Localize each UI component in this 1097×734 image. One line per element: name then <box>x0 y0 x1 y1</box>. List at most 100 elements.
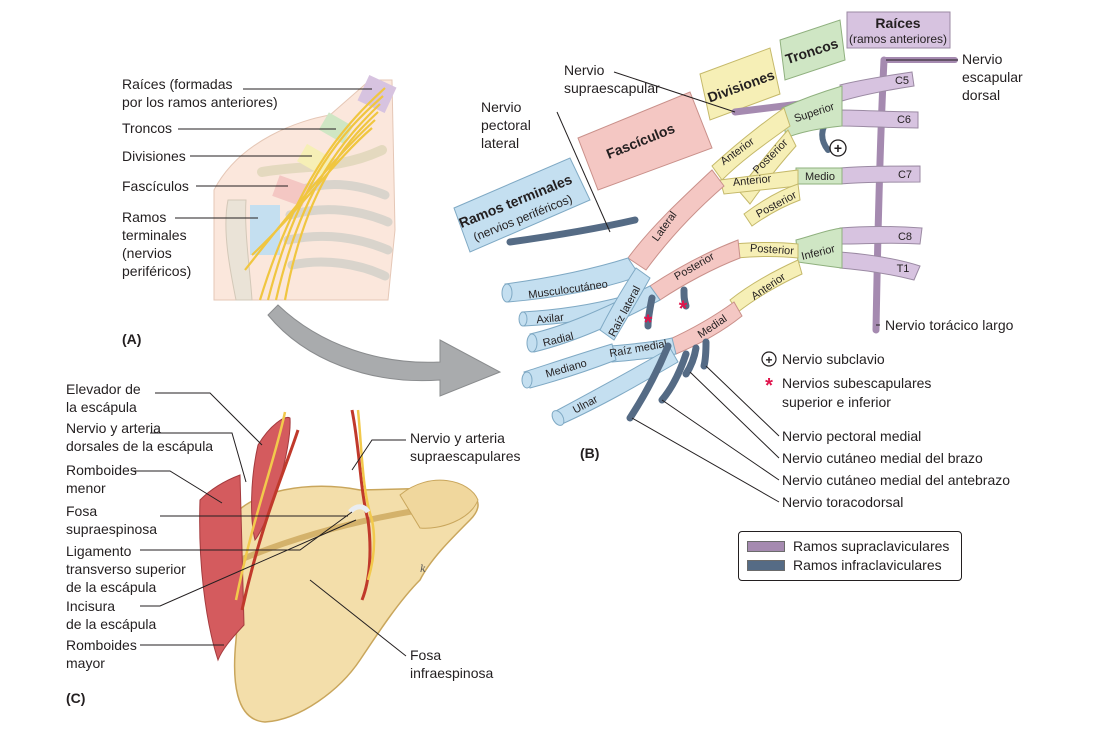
artist-signature: k <box>420 564 426 575</box>
long-thoracic-label: Nervio torácico largo <box>885 317 1014 333</box>
terminal-ends <box>501 283 565 426</box>
panel-a-label: (A) <box>122 331 141 347</box>
rhomboid-major-label-1: Romboides <box>66 637 137 653</box>
subscapular-label-2: superior e inferior <box>782 394 891 410</box>
legend-supraclavicular-text: Ramos supraclaviculares <box>793 538 950 554</box>
terminal-ulnar <box>553 347 679 425</box>
cord-lateral <box>627 169 725 271</box>
rhomboid-minor-label-1: Romboides <box>66 462 137 478</box>
subclavian-label: Nervio subclavio <box>782 351 885 367</box>
plexus-nerves-a <box>244 87 386 301</box>
panel-b-label: (B) <box>580 445 599 461</box>
long-thoracic-nerve <box>872 56 888 334</box>
label-terminals-a-1: Ramos <box>122 209 166 225</box>
lateral-pectoral-nerve <box>506 216 639 246</box>
root-c6-label: C6 <box>897 114 911 126</box>
header-trunks: Troncos <box>779 19 846 81</box>
division-posterior-inferior-label: Posterior <box>750 242 795 257</box>
terminal-median <box>523 343 617 389</box>
scapula <box>226 485 479 723</box>
panel-a: Raíces (formadas por los ramos anteriores… <box>122 74 502 397</box>
zoom-arrow <box>267 304 502 397</box>
label-roots-a: Raíces (formadas <box>122 76 232 92</box>
cord-posterior <box>649 239 741 301</box>
suprascapular-label-1: Nervio <box>564 62 605 78</box>
roots <box>839 71 923 281</box>
division-posterior-middle <box>743 183 801 227</box>
division-anterior-superior <box>711 107 791 181</box>
thoracodorsal-label: Nervio toracodorsal <box>782 494 903 510</box>
dorsal-scapular-c-label-1: Nervio y arteria <box>66 420 161 436</box>
supraspinous-label-2: supraespinosa <box>66 521 157 537</box>
supraspinous-label-1: Fosa <box>66 503 97 519</box>
trunks <box>781 85 843 269</box>
label-divisions-a: Divisiones <box>122 148 186 164</box>
root-c7 <box>839 165 921 185</box>
subscapular-star-1: * <box>644 310 653 335</box>
cord-medial <box>667 301 743 355</box>
division-posterior-inferior <box>733 242 799 259</box>
medial-cut-forearm-label: Nervio cutáneo medial del antebrazo <box>782 472 1010 488</box>
label-cords-a: Fascículos <box>122 178 189 194</box>
dorsal-scapular-label-2: escapular <box>962 69 1023 85</box>
root-t1 <box>839 251 921 281</box>
panel-c-label: (C) <box>66 690 85 706</box>
label-roots-a-2: por los ramos anteriores) <box>122 94 278 110</box>
label-trunks-a: Troncos <box>122 120 172 136</box>
ligament-label-2: transverso superior <box>66 561 186 577</box>
terminal-axillary-label: Axilar <box>536 312 565 327</box>
infraclavicular-branches <box>626 286 710 422</box>
humerus <box>225 199 253 301</box>
dorsal-scapular-label-3: dorsal <box>962 87 1000 103</box>
infraspinous-label-2: infraespinosa <box>410 665 493 681</box>
plus-symbol: + <box>834 140 842 156</box>
plus-legend-symbol: + <box>765 353 772 367</box>
header-divisions: Divisiones <box>699 47 781 121</box>
header-cords: Fascículos <box>577 91 713 191</box>
trunk-superior <box>781 85 843 139</box>
dorsal-scapular-nerve-c <box>234 411 287 601</box>
infraspinous-label-1: Fosa <box>410 647 441 663</box>
terminals-band <box>250 205 280 255</box>
notch-label-1: Incisura <box>66 598 115 614</box>
dorsal-scapular-artery <box>240 429 300 611</box>
star-legend-symbol: * <box>765 375 773 397</box>
suprascapular-label-2: supraescapular <box>564 80 660 96</box>
division-anterior-middle-label: Anterior <box>732 173 772 189</box>
panel-b: Raíces (ramos anteriores) Troncos Divisi… <box>453 11 1023 510</box>
rhomboid-minor-label-2: menor <box>66 480 106 496</box>
rhomboid-major-label-2: mayor <box>66 655 105 671</box>
header-roots: Raíces (ramos anteriores) <box>846 11 951 49</box>
branch-legend: Ramos supraclaviculares Ramos infraclavi… <box>738 531 962 581</box>
suprascapular-c-label-1: Nervio y arteria <box>410 430 505 446</box>
subscapular-label-1: Nervios subescapulares <box>782 375 931 391</box>
suprascapular-c-label-2: supraescapulares <box>410 448 521 464</box>
root-t1-label: T1 <box>897 263 910 275</box>
lateral-pectoral-label-1: Nervio <box>481 99 522 115</box>
division-anterior-inferior <box>729 259 803 313</box>
transverse-ligament <box>348 504 371 514</box>
rhomboid-muscles <box>199 474 245 662</box>
panel-b-leaders <box>556 59 958 503</box>
legend-supraclavicular: Ramos supraclaviculares <box>747 538 949 554</box>
lateral-pectoral-label-3: lateral <box>481 135 519 151</box>
levator-label-1: Elevador de <box>66 381 141 397</box>
legend-infraclavicular: Ramos infraclaviculares <box>747 557 942 573</box>
legend-infraclavicular-text: Ramos infraclaviculares <box>793 557 942 573</box>
root-c6 <box>839 109 919 129</box>
